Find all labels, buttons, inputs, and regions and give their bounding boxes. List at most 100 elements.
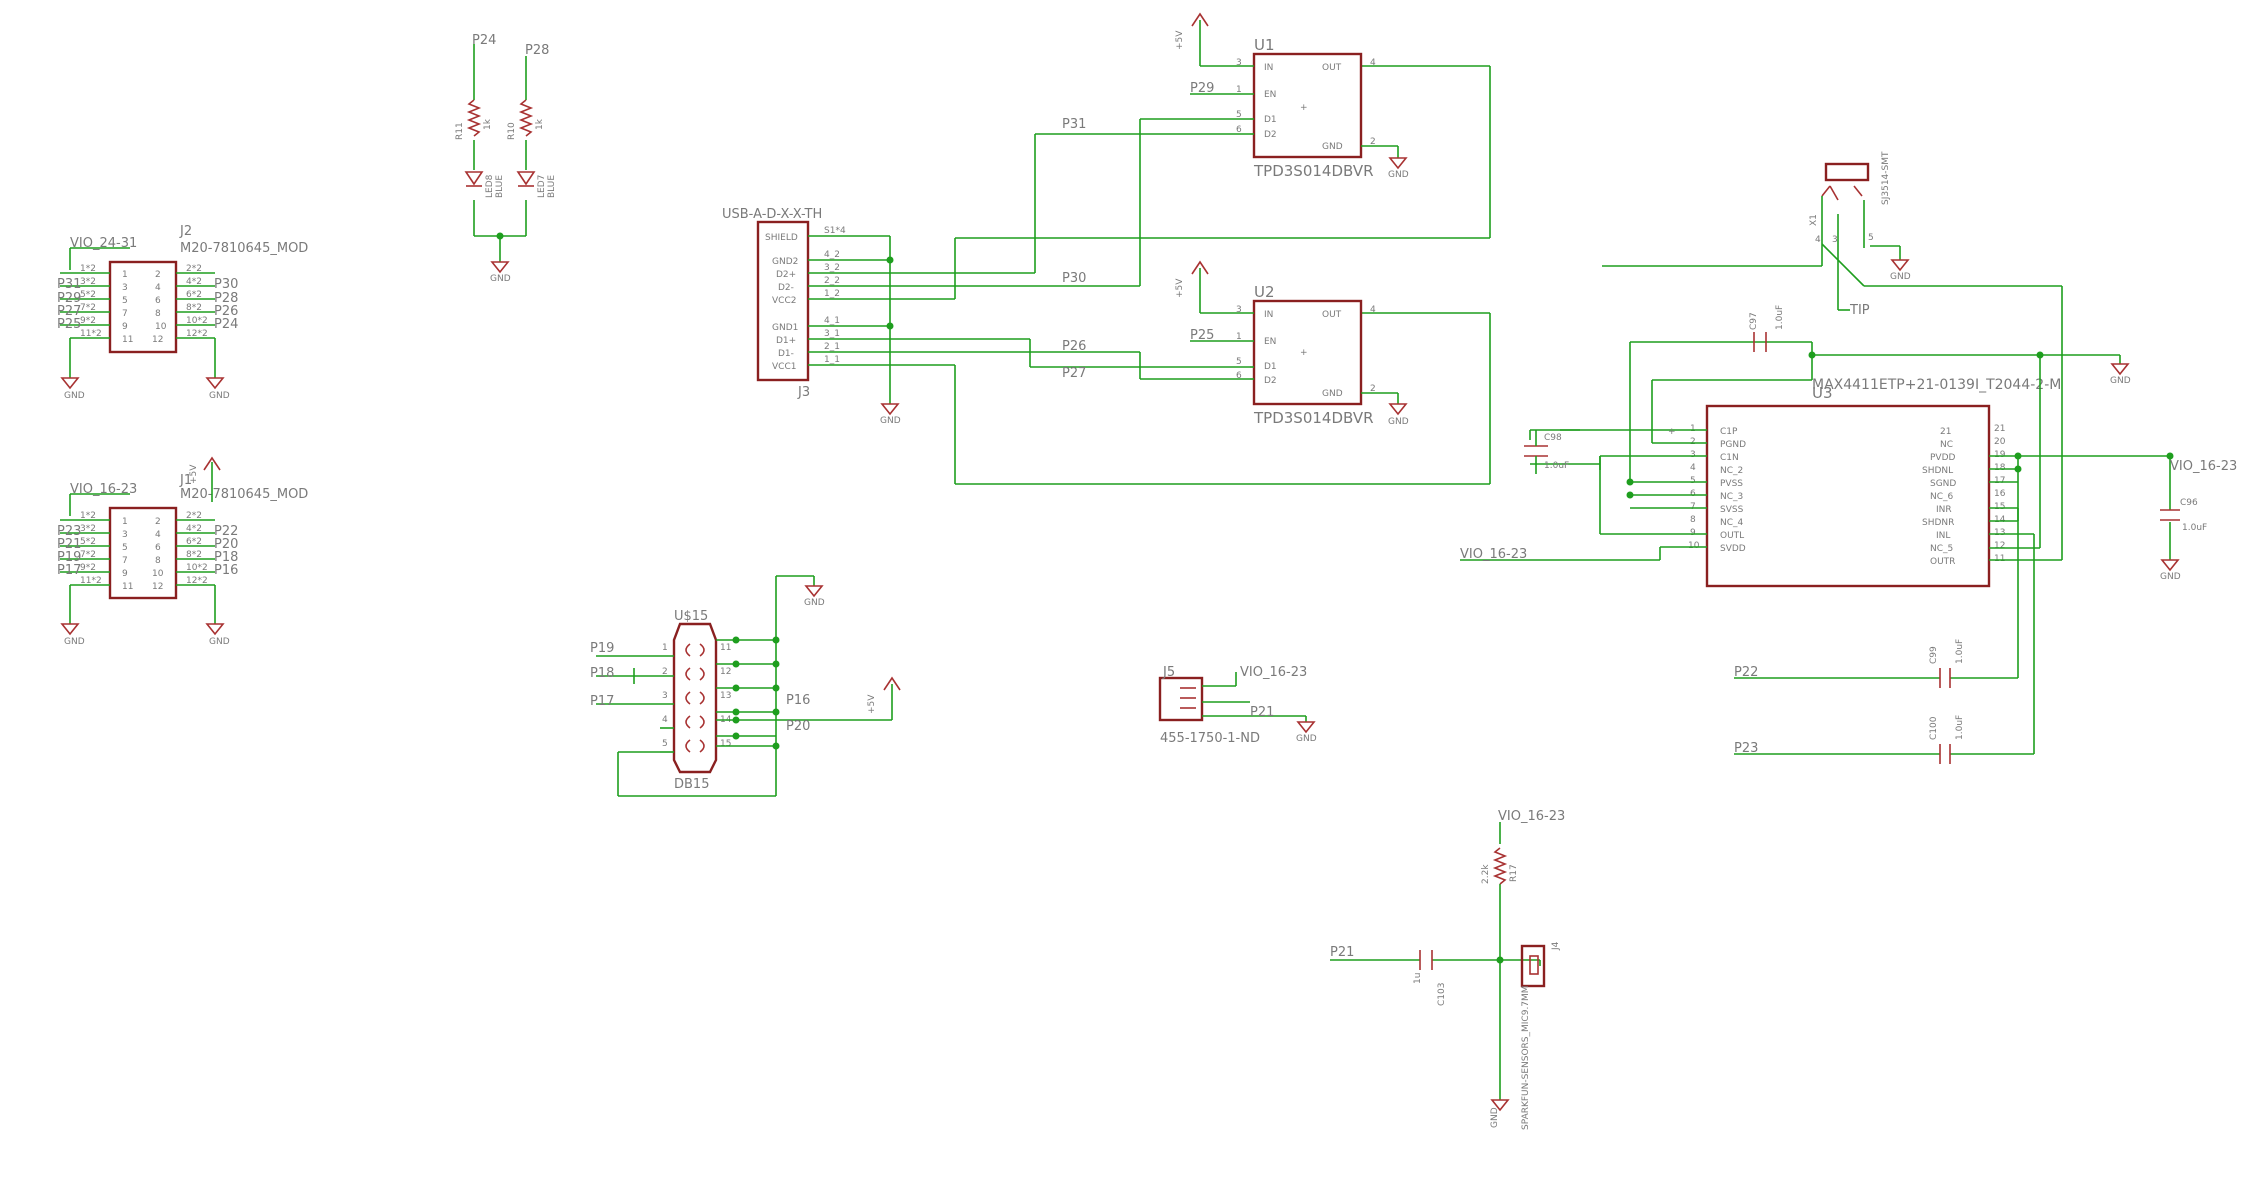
capacitor-c98[interactable]: C98 1.0uF [1524, 429, 1580, 474]
svg-text:NC_6: NC_6 [1930, 492, 1954, 502]
svg-text:1u: 1u [1413, 973, 1423, 984]
svg-text:C1N: C1N [1720, 453, 1739, 463]
vcc-arrow-icon [883, 676, 901, 691]
x1-body [1824, 162, 1870, 182]
svg-text:11*2: 11*2 [80, 576, 102, 586]
svg-text:1.0uF: 1.0uF [1955, 715, 1965, 740]
svg-text:X1: X1 [1809, 214, 1819, 226]
gnd-icon [1296, 721, 1316, 734]
svg-text:VIO_16-23: VIO_16-23 [2170, 459, 2237, 474]
svg-text:NC: NC [1940, 440, 1953, 450]
svg-text:SHIELD: SHIELD [765, 233, 798, 243]
svg-text:6: 6 [155, 296, 161, 306]
svg-text:8*2: 8*2 [186, 303, 202, 313]
usb-connector-j3[interactable]: USB-A-D-X-X-TH J3 SHIELD GND2 D2+ D2- VC… [722, 207, 1140, 426]
svg-text:5: 5 [122, 296, 128, 306]
capacitor-c96[interactable]: C96 1.0uF GND [2160, 466, 2207, 582]
svg-text:6*2: 6*2 [186, 290, 202, 300]
svg-text:P27: P27 [57, 304, 81, 319]
svg-text:21: 21 [1940, 427, 1951, 437]
svg-text:1: 1 [1236, 332, 1242, 342]
svg-text:4: 4 [1370, 305, 1376, 315]
svg-text:11*2: 11*2 [80, 329, 102, 339]
svg-text:3_2: 3_2 [824, 263, 840, 273]
gnd-icon [2110, 363, 2130, 376]
svg-text:LED8: LED8 [485, 174, 495, 198]
led-indicator-group[interactable]: P24 P28 R11 1k R10 1k LED8 BLUE LED7 BLU… [455, 33, 557, 284]
svg-text:+5V: +5V [189, 464, 199, 484]
capacitor-c99[interactable]: C99 1.0uF P22 [1734, 639, 2018, 688]
svg-text:3: 3 [1236, 305, 1242, 315]
u3-body [1705, 404, 1991, 588]
svg-text:1_2: 1_2 [824, 289, 840, 299]
svg-text:VCC1: VCC1 [772, 362, 796, 372]
svg-text:1: 1 [122, 270, 128, 280]
gnd-symbol: GND GND [60, 623, 230, 647]
svg-text:TPD3S014DBVR: TPD3S014DBVR [1253, 409, 1374, 427]
svg-text:GND: GND [490, 274, 511, 284]
connector-j2[interactable]: J2 M20-7810645_MOD VIO_24-31 13 57 911 2… [57, 224, 308, 401]
svg-text:INR: INR [1936, 505, 1952, 515]
led8-icon [464, 171, 484, 186]
svg-text:P16: P16 [786, 693, 810, 708]
svg-text:GND: GND [1490, 1107, 1500, 1128]
svg-text:D2: D2 [1264, 376, 1277, 386]
svg-text:P23: P23 [57, 524, 81, 539]
svg-text:+: + [1668, 427, 1676, 437]
svg-text:SVSS: SVSS [1720, 505, 1744, 515]
capacitor-c100[interactable]: C100 1.0uF P23 [1734, 715, 2034, 764]
svg-text:EN: EN [1264, 337, 1276, 347]
svg-text:PGND: PGND [1720, 440, 1746, 450]
svg-text:3: 3 [1832, 235, 1838, 245]
svg-text:8*2: 8*2 [186, 550, 202, 560]
connector-j1[interactable]: J1 M20-7810645_MOD VIO_16-23 +5V 13 57 9… [57, 456, 308, 647]
svg-text:D1: D1 [1264, 362, 1277, 372]
svg-text:9*2: 9*2 [80, 563, 96, 573]
j3-body [756, 220, 810, 382]
svg-text:P30: P30 [214, 277, 238, 292]
svg-text:USB-A-D-X-X-TH: USB-A-D-X-X-TH [722, 207, 822, 222]
svg-text:10: 10 [1688, 541, 1700, 551]
svg-text:P26: P26 [1062, 339, 1086, 354]
svg-text:12: 12 [152, 582, 163, 592]
svg-text:J5: J5 [1162, 665, 1175, 680]
svg-text:GND: GND [1890, 272, 1911, 282]
svg-text:7: 7 [122, 309, 128, 319]
svg-text:NC_2: NC_2 [1720, 466, 1743, 476]
db15-connector-u15[interactable]: U$15 DB15 1 2 3 4 5 11 12 13 14 15 [590, 575, 901, 797]
u1-body [1252, 52, 1363, 159]
svg-text:EN: EN [1264, 90, 1276, 100]
svg-text:VIO_16-23: VIO_16-23 [1498, 809, 1565, 824]
svg-text:R10: R10 [507, 122, 517, 140]
connector-j5[interactable]: J5 455-1750-1-ND VIO_16-23 P21 GND [1158, 665, 1317, 746]
svg-text:1k: 1k [535, 118, 545, 130]
svg-text:OUTR: OUTR [1930, 557, 1955, 567]
svg-text:12*2: 12*2 [186, 329, 208, 339]
microphone-j4[interactable]: VIO_16-23 2.2k R17 1u C103 P21 J4 SPARKF… [1330, 809, 1565, 1130]
svg-text:D1: D1 [1264, 115, 1277, 125]
svg-text:12: 12 [720, 667, 731, 677]
svg-text:INL: INL [1936, 531, 1950, 541]
svg-text:OUTL: OUTL [1720, 531, 1744, 541]
svg-text:9*2: 9*2 [80, 316, 96, 326]
svg-text:P23: P23 [1734, 741, 1758, 756]
capacitor-c97[interactable]: C97 1.0uF [1749, 305, 1785, 352]
svg-text:C103: C103 [1437, 983, 1447, 1006]
svg-text:1_1: 1_1 [824, 355, 840, 365]
svg-text:12: 12 [152, 335, 163, 345]
ic-u3-amplifier[interactable]: U3 MAX4411ETP+21-0139I_T2044-2-M C1P PGN… [1460, 243, 2237, 754]
ic-u1[interactable]: U1 TPD3S014DBVR IN EN D1 D2 OUT GND 3 1 … [1175, 12, 1409, 180]
svg-text:GND: GND [209, 391, 230, 401]
svg-text:P28: P28 [525, 43, 549, 58]
svg-text:SPARKFUN-SENSORS_MIC9.7MM: SPARKFUN-SENSORS_MIC9.7MM [1521, 985, 1531, 1130]
audio-jack-x1[interactable]: SJ3514-SMT X1 4 3 5 TIP GND [1809, 151, 1911, 318]
gnd-icon [880, 403, 900, 416]
svg-text:1: 1 [1236, 85, 1242, 95]
svg-text:D2-: D2- [778, 283, 794, 293]
gnd-icon [1388, 157, 1408, 170]
svg-text:20: 20 [1994, 437, 2006, 447]
svg-text:R17: R17 [1509, 864, 1519, 882]
ic-u2[interactable]: U2 TPD3S014DBVR IN EN D1 D2 OUT GND 3 1 … [1175, 260, 1409, 427]
svg-text:8: 8 [1690, 515, 1696, 525]
svg-text:P20: P20 [214, 537, 238, 552]
